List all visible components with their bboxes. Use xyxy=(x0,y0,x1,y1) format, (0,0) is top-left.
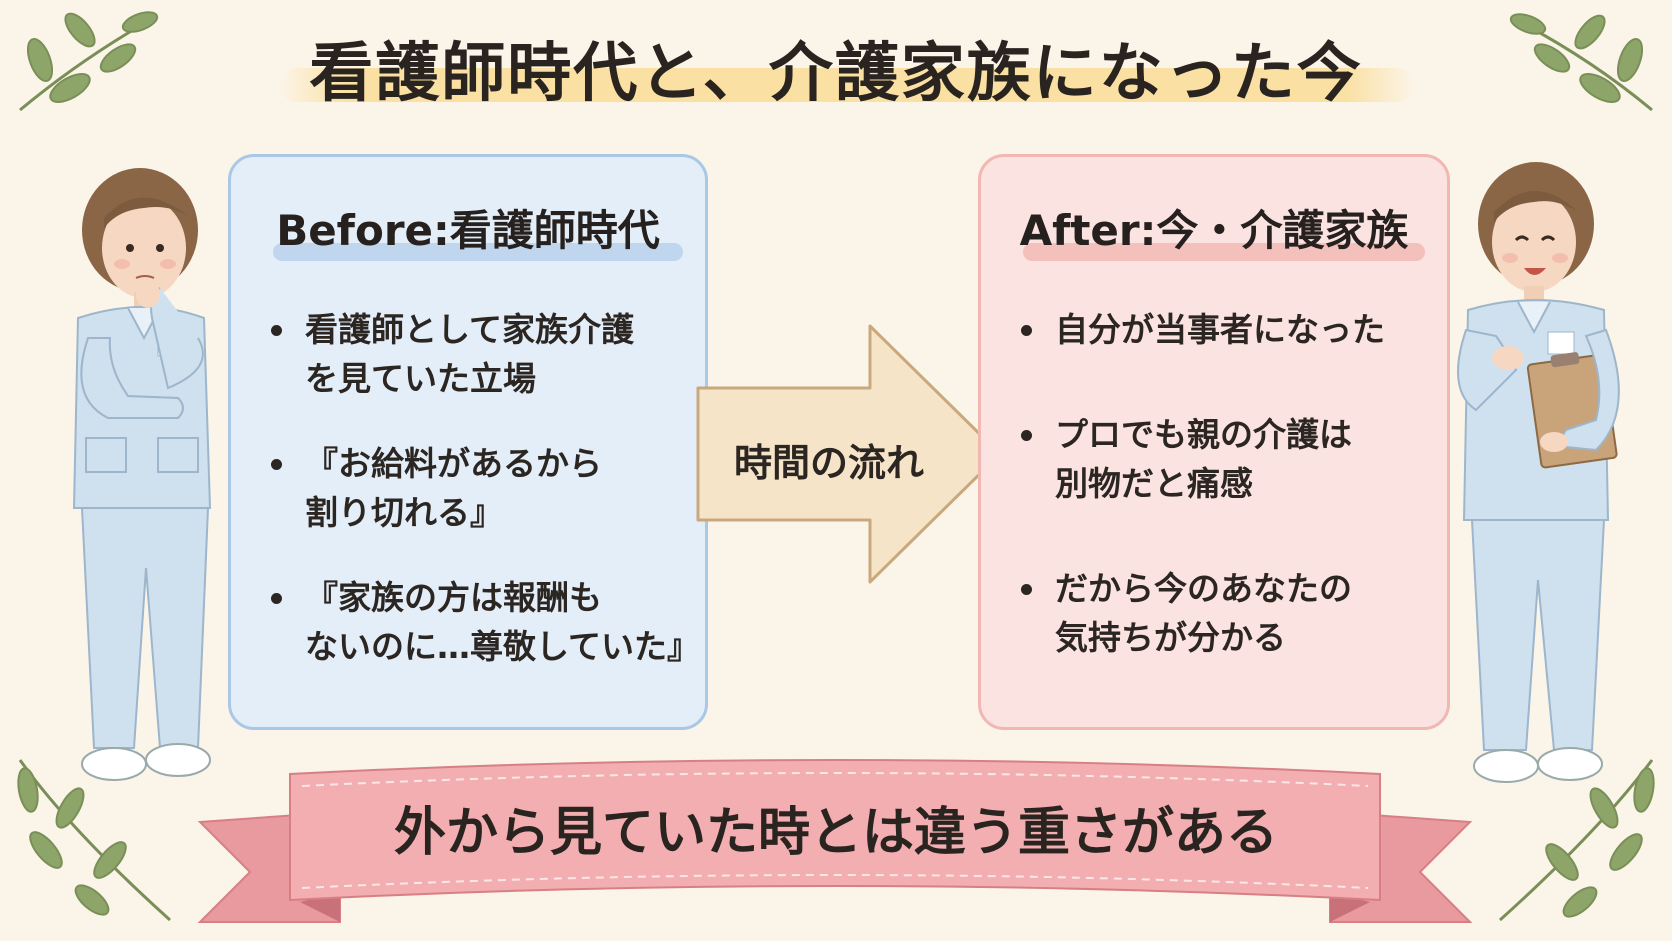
nurse-with-clipboard-figure xyxy=(1457,162,1620,783)
before-bullet-3: 『家族の方は報酬も ないのに…尊敬していた』 xyxy=(271,573,700,671)
before-bullet-1: 看護師として家族介護 を見ていた立場 xyxy=(271,305,687,403)
before-heading-highlight xyxy=(273,243,683,261)
before-bullet-2: 『お給料があるから 割り切れる』 xyxy=(271,439,687,537)
after-bullet-3: だから今のあなたの 気持ちが分かる xyxy=(1021,564,1429,662)
before-panel: Before:看護師時代 看護師として家族介護 を見ていた立場 『お給料があるか… xyxy=(228,154,708,730)
ribbon-text: 外から見ていた時とは違う重さがある xyxy=(393,803,1278,863)
page-title: 看護師時代と、介護家族になった今 xyxy=(309,37,1363,111)
before-heading: Before:看護師時代 xyxy=(276,206,660,255)
after-heading: After:今・介護家族 xyxy=(1019,206,1409,255)
leaf-branch-icon xyxy=(17,11,1655,922)
title-container: 看護師時代と、介護家族になった今 xyxy=(0,30,1672,118)
after-panel: After:今・介護家族 自分が当事者になった プロでも親の介護は 別物だと痛感… xyxy=(978,154,1450,730)
after-bullet-2: プロでも親の介護は 別物だと痛感 xyxy=(1021,410,1429,508)
before-heading-wrap: Before:看護師時代 xyxy=(231,197,705,261)
before-bullet-list: 看護師として家族介護 を見ていた立場 『お給料があるから 割り切れる』 『家族の… xyxy=(271,305,700,671)
title-highlight xyxy=(280,68,1414,102)
after-bullet-list: 自分が当事者になった プロでも親の介護は 別物だと痛感 だから今のあなたの 気持… xyxy=(1021,305,1429,662)
after-heading-highlight xyxy=(1023,243,1425,261)
ribbon-banner xyxy=(197,759,1473,923)
after-bullet-1: 自分が当事者になった xyxy=(1021,305,1429,354)
time-flow-arrow xyxy=(696,324,1002,584)
arrow-label: 時間の流れ xyxy=(733,441,924,485)
nurse-thinking-figure xyxy=(72,168,212,781)
after-heading-wrap: After:今・介護家族 xyxy=(981,197,1447,261)
